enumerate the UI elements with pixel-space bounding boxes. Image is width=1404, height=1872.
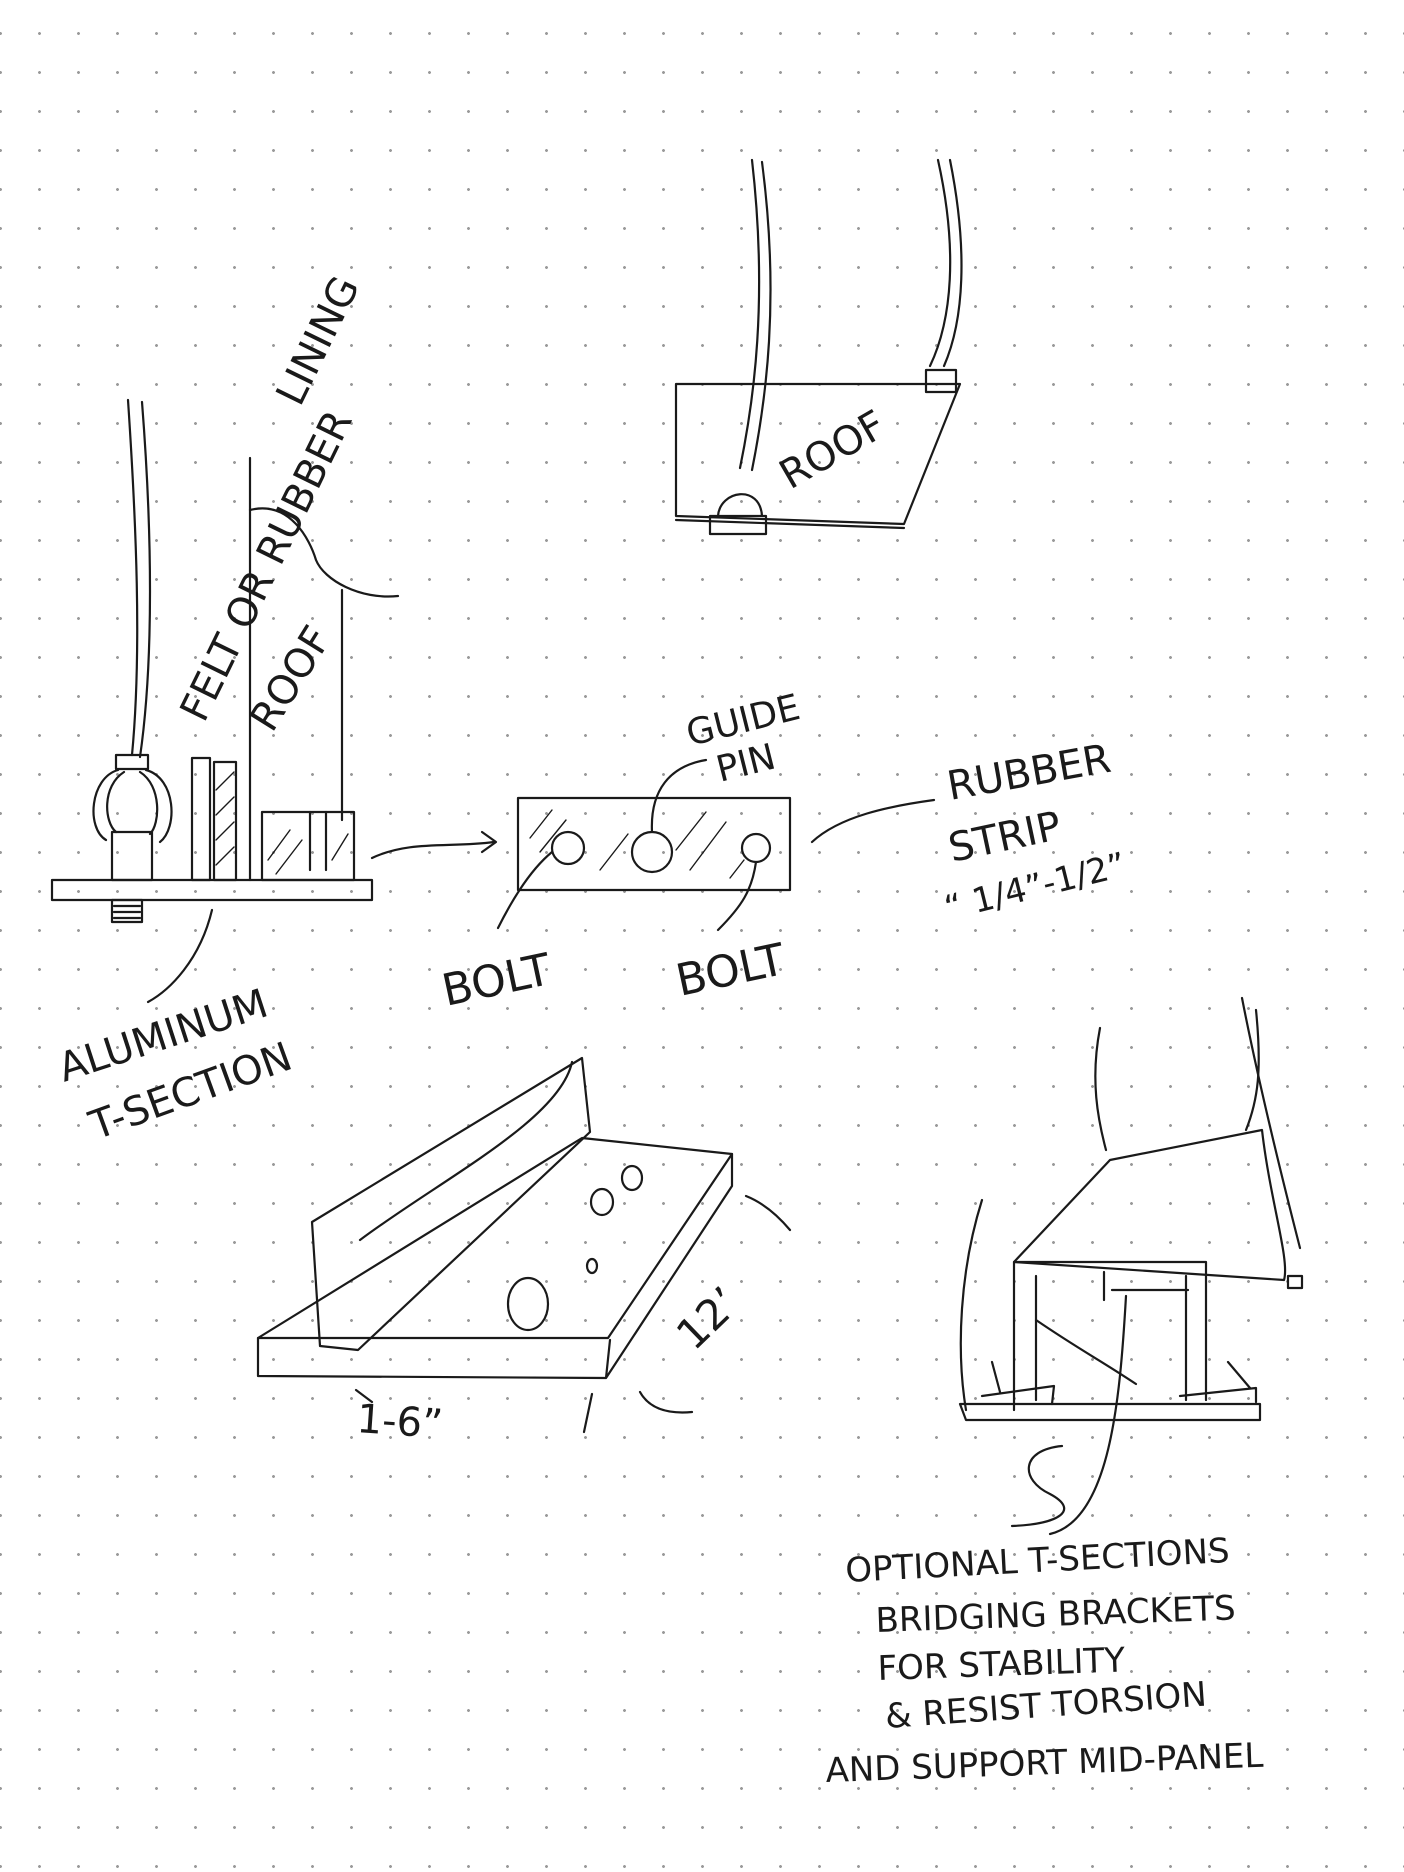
label-dim-6: 1-6” [355, 1396, 444, 1448]
roof-plane [1012, 1128, 1287, 1282]
leader-aluminum [146, 908, 214, 1004]
dim-6-line [354, 1388, 594, 1434]
cable-left-b [750, 160, 772, 472]
clamp-collar [114, 753, 150, 771]
mount-hole-large [506, 1276, 550, 1332]
roof-panel [674, 382, 962, 526]
leader-bolt-right [716, 860, 758, 932]
clamp-jaws [92, 768, 173, 844]
cable-right-a [928, 158, 952, 368]
foot-right [1178, 1360, 1258, 1404]
rubber-strip-body [516, 796, 792, 892]
s-squiggle [1010, 1444, 1066, 1528]
arrow-head [480, 830, 498, 854]
bracket-frame [1012, 1260, 1208, 1412]
arrow-to-strip [370, 840, 496, 860]
clamp-post [110, 830, 154, 882]
t-section-fin [310, 1056, 592, 1352]
leader-guide-pin [650, 758, 708, 834]
roof-section-sketch [50, 398, 498, 1004]
t-section-plate [256, 1136, 734, 1340]
side-line-left [959, 1198, 984, 1412]
bolt-nut [110, 898, 144, 924]
label-strip: STRIP [945, 803, 1066, 872]
roof-panel-sketch [674, 158, 963, 536]
leader-optional [1048, 1294, 1128, 1536]
mount-hole-a [589, 1187, 615, 1217]
bolt-hole-left [550, 830, 586, 866]
mount-hole-small [585, 1257, 599, 1275]
note-line-5: AND SUPPORT MID-PANEL [825, 1736, 1264, 1791]
label-bolt-left: BOLT [438, 944, 556, 1017]
rubber-strip-sketch [496, 758, 936, 932]
hook-left [716, 493, 764, 518]
label-lining: LINING [268, 269, 369, 412]
base-rail [958, 1402, 1262, 1422]
label-roof-top: ROOF [772, 402, 894, 499]
label-bolt-right: BOLT [672, 934, 790, 1007]
t-section-fin-edge [358, 1060, 574, 1242]
leader-bolt-left [496, 850, 554, 930]
cable-right-b [942, 158, 963, 368]
bolt-thread [112, 904, 142, 920]
mount-hole-b [620, 1164, 644, 1192]
bridging-bar [1102, 1270, 1190, 1302]
cable-line-left [126, 398, 139, 757]
diagonal-brace [1034, 1318, 1138, 1386]
rubber-block [260, 810, 356, 882]
lining-strip [212, 760, 238, 882]
bolt-hole-right [740, 832, 772, 864]
t-section-plate-thickness [256, 1152, 734, 1380]
bracket-right [924, 368, 958, 394]
cable-line-right [138, 400, 152, 759]
roof-panel-bottom [674, 518, 906, 530]
rubber-block-slot [308, 810, 328, 872]
label-dim-12: 12’ [667, 1278, 749, 1360]
label-rubber: RUBBER [944, 736, 1115, 810]
note-line-3: FOR STABILITY [877, 1640, 1126, 1689]
dim-12-line [638, 1194, 792, 1414]
bridging-bracket-sketch [958, 996, 1304, 1536]
clamp-jaws-inner [106, 770, 159, 836]
cable-left-a [738, 158, 761, 470]
small-block [1286, 1274, 1304, 1290]
guide-pin-hole [630, 830, 674, 874]
t-section-web [190, 756, 212, 882]
roof-top-edge [248, 507, 400, 598]
foot-left [980, 1360, 1056, 1406]
note-line-1: OPTIONAL T-SECTIONS [844, 1531, 1230, 1591]
base-plate [50, 878, 374, 902]
bracket-bottom [708, 514, 768, 536]
cable-b [1244, 1008, 1260, 1132]
leader-rubber-strip [810, 798, 936, 844]
t-section-3d-sketch [256, 1056, 792, 1434]
cable-a [1094, 1026, 1108, 1152]
side-line-right [1240, 996, 1302, 1250]
note-line-2: BRIDGING BRACKETS [875, 1588, 1236, 1641]
